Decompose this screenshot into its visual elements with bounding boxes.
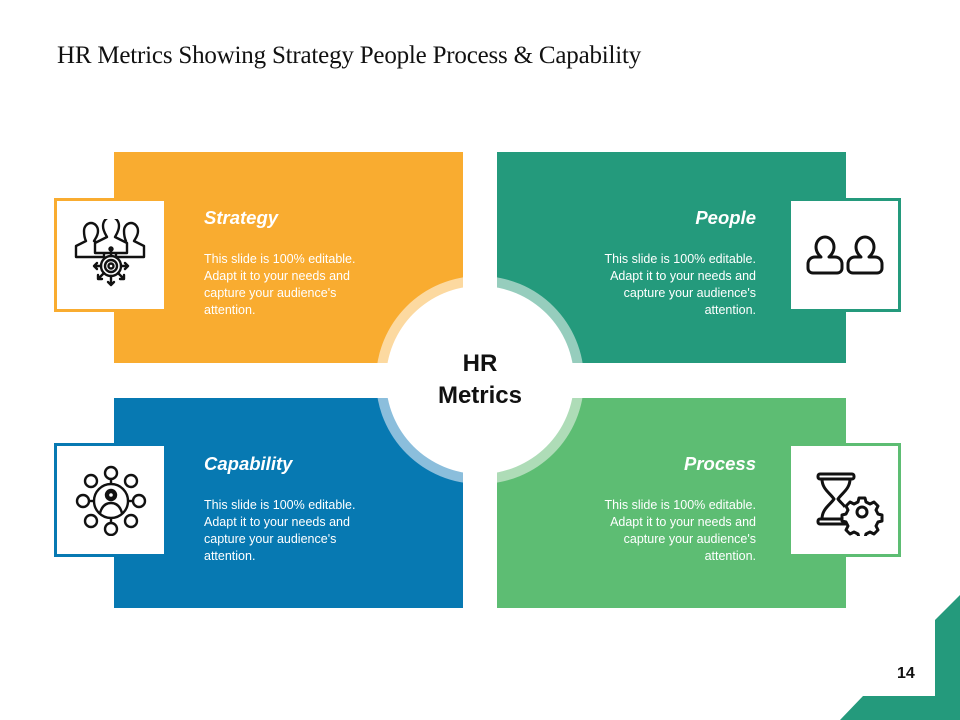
process-icon-box (788, 443, 901, 557)
people-icon-box (788, 198, 901, 312)
team-strategy-target-icon (74, 219, 145, 287)
two-users-icon (806, 235, 883, 275)
capability-heading: Capability (204, 453, 293, 474)
hourglass-gear-icon (816, 472, 883, 536)
center-label: HR Metrics (420, 348, 540, 412)
capability-icon-box (54, 443, 167, 557)
strategy-description: This slide is 100% editable. Adapt it to… (204, 252, 356, 317)
user-network-icon (75, 465, 146, 536)
center-label-line2: Metrics (437, 382, 523, 409)
people-heading: People (695, 207, 756, 228)
center-circle: HR Metrics (386, 286, 574, 474)
process-description: This slide is 100% editable. Adapt it to… (604, 498, 756, 563)
capability-description: This slide is 100% editable. Adapt it to… (204, 498, 356, 563)
people-description: This slide is 100% editable. Adapt it to… (604, 252, 756, 317)
center-label-line1: HR (462, 350, 498, 377)
process-heading: Process (684, 453, 756, 474)
strategy-heading: Strategy (204, 207, 279, 228)
strategy-icon-box (54, 198, 167, 312)
page-number: 14 (897, 665, 915, 682)
corner-accent-shape (840, 595, 960, 720)
slide-title: HR Metrics Showing Strategy People Proce… (57, 42, 642, 69)
